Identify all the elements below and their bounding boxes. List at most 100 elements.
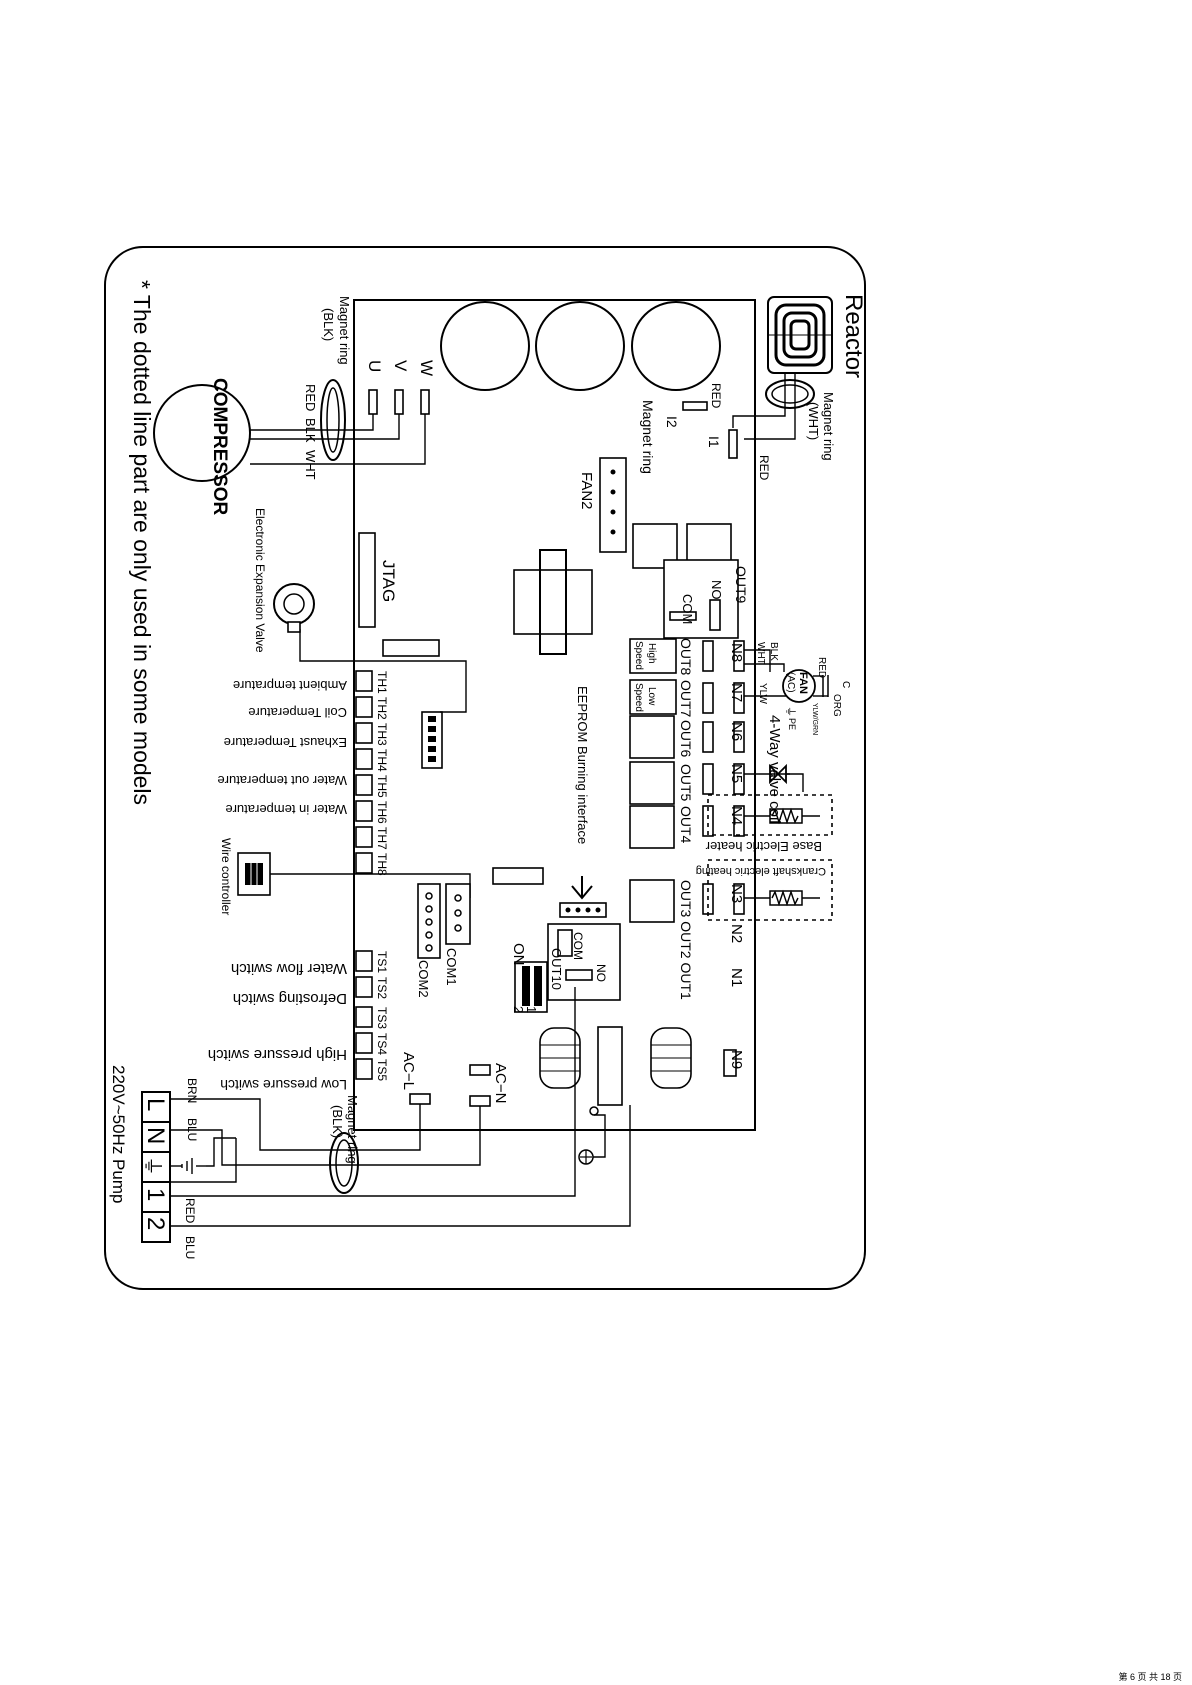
capacitor (631, 301, 721, 391)
ac-l-label: AC−L (400, 1052, 417, 1090)
relay-com-label: COM (571, 932, 585, 960)
water-out-temp-label: Water out temperature (217, 773, 347, 788)
bottom-blk-tag: (BLK) (330, 1105, 345, 1138)
u-label: U (365, 360, 384, 372)
high-speed-block (629, 638, 677, 674)
high-speed-label-1: High (646, 643, 657, 664)
base-heater-resistor (744, 807, 820, 825)
eeprom-label: EEPROM Burning interface (575, 686, 590, 844)
jtag-header (358, 532, 376, 628)
ic-chip (492, 867, 544, 885)
com2-connector (417, 883, 441, 959)
fan-c: C (840, 681, 851, 688)
ts-label-4: TS4 (375, 1033, 389, 1055)
magnet-ring-comp-label: Magnet ring (337, 296, 352, 365)
pe-ground-symbol: ⏚ (784, 706, 797, 717)
reactor (767, 296, 833, 374)
relay (629, 761, 675, 805)
th-label-1: TH1 (375, 671, 389, 694)
blu-label-bottom: BLU (183, 1236, 197, 1259)
water-in-temp-label: Water in temperature (225, 802, 347, 817)
terminal-1: 1 (142, 1188, 169, 1201)
crankshaft-heater-box (707, 859, 833, 921)
com1-label: COM1 (444, 948, 459, 986)
i1-label: I1 (706, 436, 722, 448)
eev-label: Electronic Expansion Valve (253, 508, 267, 653)
out4-label: OUT4 (678, 806, 694, 844)
low-pressure-switch-label: Low pressure switch (220, 1077, 347, 1093)
th-label-7: TH7 (375, 827, 389, 850)
ts-terminal-block (355, 950, 373, 1080)
th-terminal-block (355, 670, 373, 874)
red-label-i2: RED (709, 383, 723, 409)
out9-no-label: NO (709, 580, 724, 600)
out9-com-label: COM (680, 594, 695, 624)
ground-symbol (578, 1149, 594, 1165)
fan-ylw: YLW (757, 683, 768, 704)
n6-label: N6 (728, 722, 745, 741)
magnet-ring-i2-label: Magnet ring (640, 400, 656, 474)
terminal-ground-icon: ⏚ (141, 1156, 163, 1176)
relay-no-label: NO (594, 964, 608, 982)
pcb-board (353, 299, 756, 1131)
relay (629, 879, 675, 923)
terminal-w (420, 389, 430, 415)
low-speed-label-2: Speed (633, 683, 644, 712)
out10-label: OUT10 (549, 948, 564, 990)
fan2-label: FAN2 (578, 472, 595, 510)
coil-temp-label: Coil Temperature (248, 705, 347, 720)
electronic-expansion-valve (273, 583, 315, 633)
out8-label: OUT8 (678, 638, 694, 676)
base-heater-label: Base Electric heater (705, 839, 822, 854)
out10-on-label: ON (510, 943, 527, 966)
terminal-i2 (682, 401, 708, 411)
relay (629, 715, 675, 759)
out10-1-label: 1 (524, 1006, 539, 1013)
red-label-top: RED (757, 455, 771, 481)
magnet-ring-compressor (320, 379, 346, 461)
ferrite-core (539, 1027, 581, 1089)
out9-label: OUT9 (733, 566, 749, 604)
ac-n-label: AC−N (492, 1063, 509, 1103)
th-label-8: TH8 (375, 853, 389, 876)
compressor (153, 384, 251, 482)
terminal-u (368, 389, 378, 415)
crankshaft-heater-resistor (744, 889, 820, 907)
n7-label: N7 (728, 683, 745, 702)
fan-blk: BLK (768, 642, 779, 661)
n5-label: N5 (728, 764, 745, 783)
ts-label-5: TS5 (375, 1059, 389, 1081)
fan-wht: WHT (755, 642, 766, 665)
v-label: V (391, 360, 410, 372)
n3-label: N3 (728, 884, 745, 903)
fuse-holder (597, 1026, 623, 1106)
th-label-6: TH6 (375, 801, 389, 824)
fan-red: RED (816, 657, 827, 678)
terminal-n: N (142, 1127, 169, 1144)
magnet-ring-top (765, 379, 815, 409)
fan-ylwgrn: YLW/GRN (811, 703, 818, 735)
out3-out2-out1-label: OUT3 OUT2 OUT1 (678, 880, 694, 1000)
wire-controller (237, 852, 271, 896)
n2-label: N2 (728, 924, 745, 943)
power-terminal-strip (141, 1091, 171, 1243)
capacitor (440, 301, 530, 391)
compressor-wht: WHT (303, 450, 318, 480)
ts-label-2: TS2 (375, 977, 389, 999)
earth-symbol (181, 1158, 206, 1174)
wire-controller-label: Wire controller (219, 838, 233, 915)
compressor-label: COMPRESSOR (209, 378, 230, 516)
i2-label: I2 (664, 416, 680, 428)
red-label-bottom: RED (183, 1198, 197, 1224)
comp-blk-tag: (BLK) (321, 308, 336, 341)
eeprom-header (559, 902, 607, 918)
fan-pe: PE (787, 718, 797, 730)
n1-label: N1 (728, 968, 745, 987)
n8-label: N8 (728, 643, 745, 662)
reactor-label: Reactor (840, 294, 867, 378)
com1-connector (445, 883, 471, 945)
w-label: W (417, 360, 436, 376)
exhaust-temp-label: Exhaust Temperature (224, 735, 347, 750)
relay (629, 805, 675, 849)
